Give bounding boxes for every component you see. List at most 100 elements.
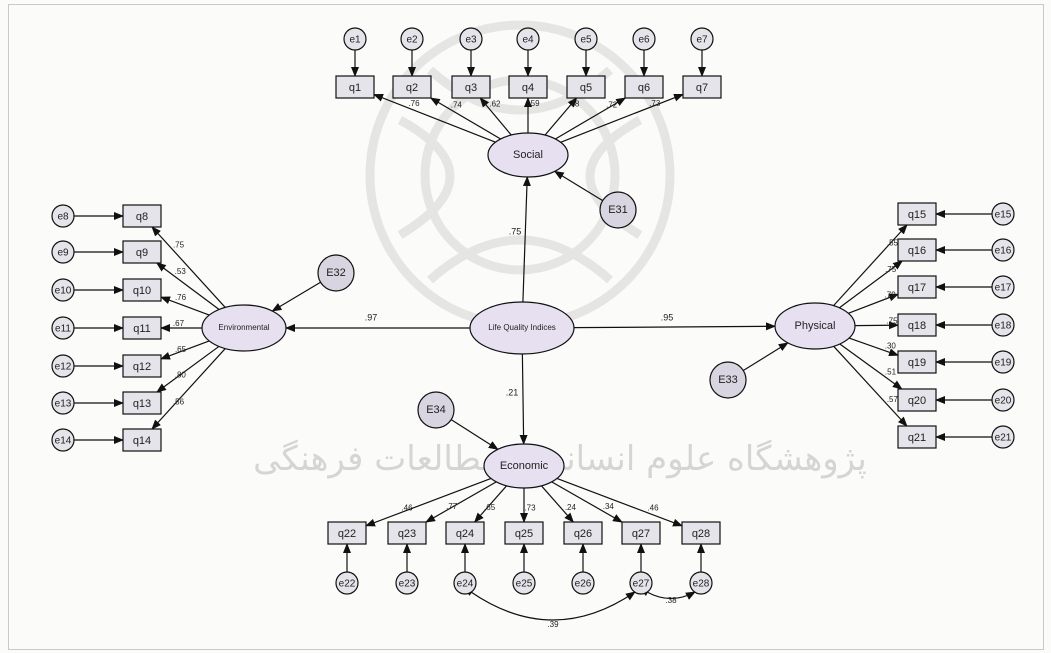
error-circle-e10 bbox=[51, 278, 75, 302]
indicator-box-q3 bbox=[451, 75, 491, 99]
error-label-e12: e12 bbox=[55, 362, 72, 373]
error-label-e16: e16 bbox=[995, 246, 1012, 257]
loading-coef-q3: .62 bbox=[489, 99, 501, 108]
error-circle-e15 bbox=[991, 202, 1015, 226]
covariance-e24-e27 bbox=[463, 586, 636, 621]
indicator-label-q6: q6 bbox=[638, 82, 650, 94]
error-circle-e7 bbox=[690, 27, 714, 51]
disturbance-path-e34 bbox=[450, 419, 499, 450]
error-label-e14: e14 bbox=[55, 436, 72, 447]
loading-coef-q15: .55 bbox=[887, 239, 899, 248]
disturbance-label-e34: E34 bbox=[426, 404, 446, 416]
error-circle-e3 bbox=[459, 27, 483, 51]
error-circle-e1 bbox=[343, 27, 367, 51]
error-circle-e22 bbox=[335, 571, 359, 595]
indicator-label-q16: q16 bbox=[908, 245, 926, 257]
loading-coef-q28: .46 bbox=[647, 504, 659, 513]
error-label-e22: e22 bbox=[339, 579, 356, 590]
error-label-e26: e26 bbox=[575, 579, 592, 590]
error-label-e10: e10 bbox=[55, 286, 72, 297]
disturbance-e34 bbox=[417, 391, 455, 429]
loading-path-q17 bbox=[848, 293, 899, 314]
loading-path-q24 bbox=[474, 485, 508, 523]
error-label-e18: e18 bbox=[995, 321, 1012, 332]
loading-coef-q18: .75 bbox=[886, 316, 898, 325]
error-label-e15: e15 bbox=[995, 210, 1012, 221]
indicator-box-q16 bbox=[897, 238, 937, 262]
indicator-label-q25: q25 bbox=[515, 528, 533, 540]
error-circle-e17 bbox=[991, 275, 1015, 299]
disturbance-path-e32 bbox=[271, 281, 321, 312]
indicator-label-q11: q11 bbox=[133, 323, 151, 335]
error-circle-e8 bbox=[51, 204, 75, 228]
environmental-factor-label: Environmental bbox=[218, 323, 269, 332]
error-circle-e2 bbox=[400, 27, 424, 51]
indicator-label-q22: q22 bbox=[338, 528, 356, 540]
indicator-box-q11 bbox=[122, 316, 162, 340]
loading-coef-q23: .77 bbox=[446, 502, 458, 511]
error-label-e3: e3 bbox=[465, 35, 477, 46]
error-circle-e24 bbox=[453, 571, 477, 595]
loading-coef-q24: .65 bbox=[484, 503, 496, 512]
indicator-label-q19: q19 bbox=[908, 357, 926, 369]
indicator-label-q9: q9 bbox=[136, 247, 148, 259]
loading-path-q20 bbox=[839, 343, 903, 390]
error-circle-e19 bbox=[991, 350, 1015, 374]
indicator-box-q1 bbox=[335, 75, 375, 99]
loading-path-q5 bbox=[544, 97, 578, 136]
error-circle-e11 bbox=[51, 316, 75, 340]
indicator-label-q4: q4 bbox=[522, 82, 534, 94]
indicator-label-q5: q5 bbox=[580, 82, 592, 94]
indicator-box-q21 bbox=[897, 425, 937, 449]
error-label-e21: e21 bbox=[995, 433, 1012, 444]
disturbance-path-e33 bbox=[742, 342, 789, 372]
indicator-label-q3: q3 bbox=[465, 82, 477, 94]
covariance-coef-e27-e28: .38 bbox=[665, 596, 677, 605]
loading-path-q15 bbox=[833, 224, 908, 307]
loading-path-q9 bbox=[155, 262, 220, 310]
loading-coef-q1: .76 bbox=[408, 99, 420, 108]
error-circle-e23 bbox=[395, 571, 419, 595]
error-circle-e12 bbox=[51, 354, 75, 378]
loading-coef-q21: .57 bbox=[887, 395, 899, 404]
error-circle-e28 bbox=[689, 571, 713, 595]
indicator-label-q28: q28 bbox=[692, 528, 710, 540]
loading-coef-q10: .76 bbox=[175, 293, 187, 302]
error-circle-e21 bbox=[991, 425, 1015, 449]
structural-path-physical bbox=[573, 322, 777, 331]
loading-path-q21 bbox=[833, 345, 908, 427]
indicator-box-q7 bbox=[682, 75, 722, 99]
indicator-label-q13: q13 bbox=[133, 398, 151, 410]
error-label-e24: e24 bbox=[457, 579, 474, 590]
structural-path-economic bbox=[519, 353, 528, 446]
indicator-box-q23 bbox=[387, 521, 427, 545]
disturbance-e31 bbox=[599, 191, 637, 229]
indicator-box-q20 bbox=[897, 388, 937, 412]
indicator-box-q13 bbox=[122, 391, 162, 415]
error-circle-e27 bbox=[629, 571, 653, 595]
social-factor-ellipse bbox=[487, 132, 569, 178]
indicator-box-q9 bbox=[122, 240, 162, 264]
indicator-box-q2 bbox=[392, 75, 432, 99]
indicator-label-q17: q17 bbox=[908, 282, 926, 294]
loading-path-q3 bbox=[479, 97, 512, 136]
error-label-e27: e27 bbox=[633, 579, 650, 590]
indicator-label-q7: q7 bbox=[696, 82, 708, 94]
error-label-e28: e28 bbox=[693, 579, 710, 590]
indicator-box-q24 bbox=[445, 521, 485, 545]
life-quality-label: Life Quality Indices bbox=[488, 323, 556, 332]
error-label-e7: e7 bbox=[696, 35, 708, 46]
structural-coef-economic: .21 bbox=[506, 387, 519, 397]
error-label-e4: e4 bbox=[522, 35, 534, 46]
disturbance-e33 bbox=[709, 361, 747, 399]
error-label-e1: e1 bbox=[349, 35, 361, 46]
physical-factor-label: Physical bbox=[795, 320, 836, 332]
indicator-box-q15 bbox=[897, 202, 937, 226]
covariance-coef-e24-e27: .39 bbox=[547, 620, 559, 629]
indicator-box-q4 bbox=[508, 75, 548, 99]
loading-path-q26 bbox=[540, 485, 574, 523]
indicator-label-q24: q24 bbox=[456, 528, 474, 540]
error-label-e13: e13 bbox=[55, 399, 72, 410]
loading-path-q8 bbox=[151, 226, 226, 308]
error-circle-e13 bbox=[51, 391, 75, 415]
